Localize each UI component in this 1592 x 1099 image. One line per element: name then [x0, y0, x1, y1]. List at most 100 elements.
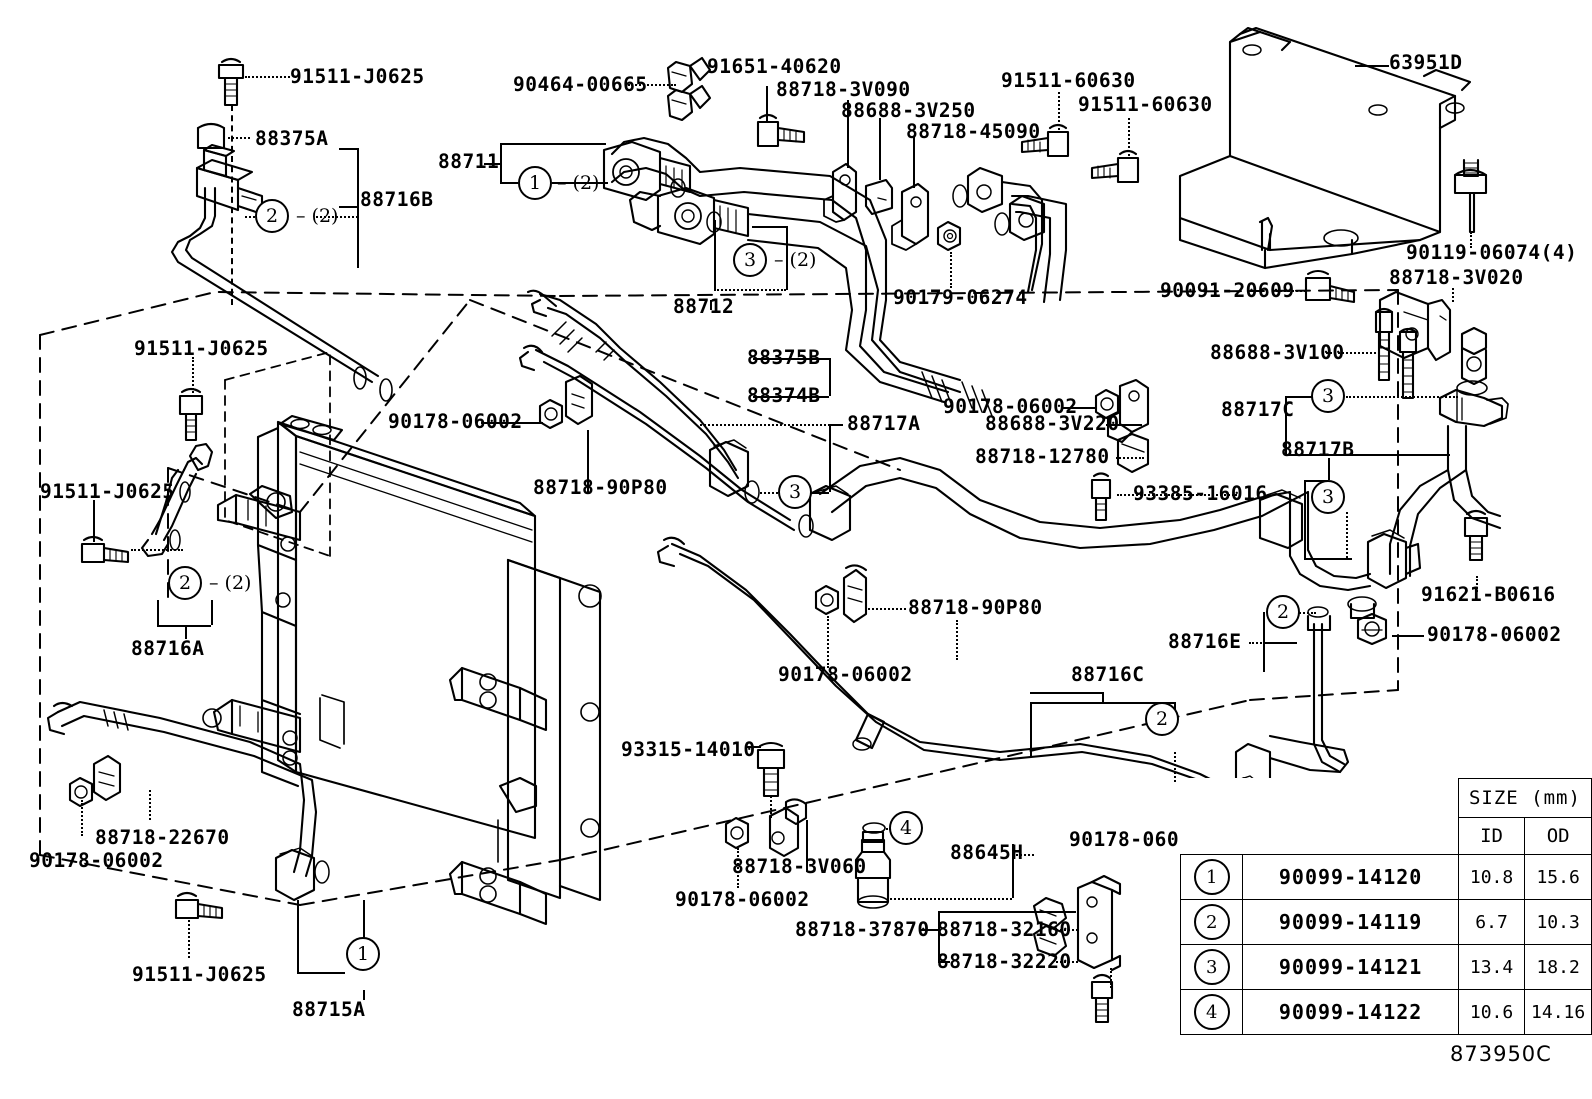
leader: [829, 358, 831, 396]
leader: [710, 300, 712, 310]
diagram-code: 873950C: [1450, 1042, 1552, 1066]
index-bubble-1-88711: 1: [518, 166, 552, 200]
leader: [1476, 576, 1478, 592]
leader: [714, 220, 716, 290]
leader: [297, 900, 299, 972]
leader: [938, 911, 1076, 913]
label-88718-12780: 88718-12780: [975, 445, 1110, 468]
col-header-od: OD: [1524, 817, 1592, 855]
row-od-value: 14.16: [1524, 989, 1592, 1035]
leader: [500, 182, 518, 184]
leader: [245, 216, 259, 218]
index-bubble-4-88645H: 4: [889, 811, 923, 845]
label-88718-3V060: 88718-3V060: [732, 855, 867, 878]
leader: [938, 911, 940, 961]
leader: [1012, 854, 1034, 856]
leader: [956, 620, 958, 660]
leader: [1346, 396, 1458, 398]
index-bubble: 2: [1193, 904, 1230, 940]
leader: [587, 430, 589, 492]
leader: [1117, 494, 1237, 496]
table-spacer: [1181, 818, 1243, 855]
leader: [185, 625, 187, 639]
label-88718-90P80-b: 88718-90P80: [908, 596, 1043, 619]
table-row-header: SIZE (mm): [1181, 778, 1592, 818]
label-88645H: 88645H: [950, 841, 1024, 864]
label-90464-00665: 90464-00665: [513, 73, 648, 96]
leader: [1304, 480, 1306, 558]
table-row: 4 90099-14122 10.6 14.16: [1179, 989, 1592, 1035]
leader: [211, 600, 213, 625]
label-90178-06002-a: 90178-06002: [388, 410, 523, 433]
label-63951D: 63951D: [1389, 51, 1463, 74]
table-row: 1 90099-14120 10.8 15.6: [1179, 854, 1592, 900]
leader: [737, 848, 739, 888]
leader: [1285, 454, 1450, 456]
row-part-number: 90099-14122: [1242, 989, 1459, 1035]
label-88718-90P80-a: 88718-90P80: [533, 476, 668, 499]
leader: [714, 289, 786, 291]
leader: [231, 105, 233, 305]
row-od-value: 10.3: [1524, 899, 1592, 945]
label-90178-06002-c: 90178-06002: [778, 663, 913, 686]
qty-88716B: – (2): [296, 205, 339, 227]
label-88717B: 88717B: [1281, 438, 1355, 461]
leader: [1012, 844, 1014, 898]
label-88688-3V250: 88688-3V250: [841, 99, 976, 122]
leader: [700, 424, 830, 426]
leader: [500, 143, 502, 182]
col-header-id: ID: [1457, 817, 1526, 855]
leader: [339, 206, 357, 208]
leader: [829, 424, 843, 426]
leader: [920, 929, 938, 931]
label-90179-06274: 90179-06274: [893, 286, 1028, 309]
leader: [93, 500, 95, 542]
leader: [363, 990, 365, 1000]
leader: [1276, 290, 1306, 292]
label-93385-16016: 93385-16016: [1133, 482, 1268, 505]
leader: [1030, 702, 1032, 756]
label-91511-J0625-top: 91511-J0625: [290, 65, 425, 88]
leader: [745, 746, 761, 748]
table-row: 3 90099-14121 13.4 18.2: [1179, 944, 1592, 990]
label-88718-45090: 88718-45090: [906, 120, 1041, 143]
qty-88711: – (2): [557, 172, 600, 194]
leader: [1304, 558, 1352, 560]
label-88718-3V090: 88718-3V090: [776, 78, 911, 101]
index-bubble-1-88715A: 1: [346, 937, 380, 971]
label-88711: 88711: [438, 150, 500, 173]
row-id-value: 6.7: [1457, 899, 1526, 945]
size-header: SIZE (mm): [1457, 778, 1592, 818]
leader: [806, 820, 808, 872]
index-bubble-2-88716B: 2: [255, 199, 289, 233]
leader: [188, 920, 190, 958]
leader: [1296, 612, 1316, 614]
label-90178-06002-b: 90178-06002: [943, 395, 1078, 418]
leader: [938, 961, 950, 963]
leader: [1249, 642, 1265, 644]
index-bubble-3-88717A: 3: [778, 475, 812, 509]
index-bubble-3-88717B: 3: [1311, 480, 1345, 514]
row-part-number: 90099-14119: [1242, 899, 1459, 945]
leader: [753, 396, 829, 398]
leader: [228, 137, 250, 139]
label-88712: 88712: [673, 295, 735, 318]
label-88688-3V220: 88688-3V220: [985, 412, 1120, 435]
row-id-value: 10.6: [1457, 989, 1526, 1035]
leader: [552, 182, 608, 184]
leader: [81, 800, 83, 836]
leader: [1058, 92, 1060, 130]
leader: [795, 492, 829, 494]
label-91511-J0625-bot: 91511-J0625: [132, 963, 267, 986]
leader: [1056, 961, 1078, 963]
leader: [481, 422, 543, 424]
leader: [752, 226, 786, 228]
leader: [157, 600, 159, 625]
label-88375B: 88375B: [747, 346, 821, 369]
label-88718-3V020: 88718-3V020: [1389, 266, 1524, 289]
leader: [1355, 65, 1389, 67]
label-88718-32220: 88718-32220: [937, 950, 1072, 973]
leader: [950, 252, 952, 288]
leader: [1328, 458, 1330, 480]
